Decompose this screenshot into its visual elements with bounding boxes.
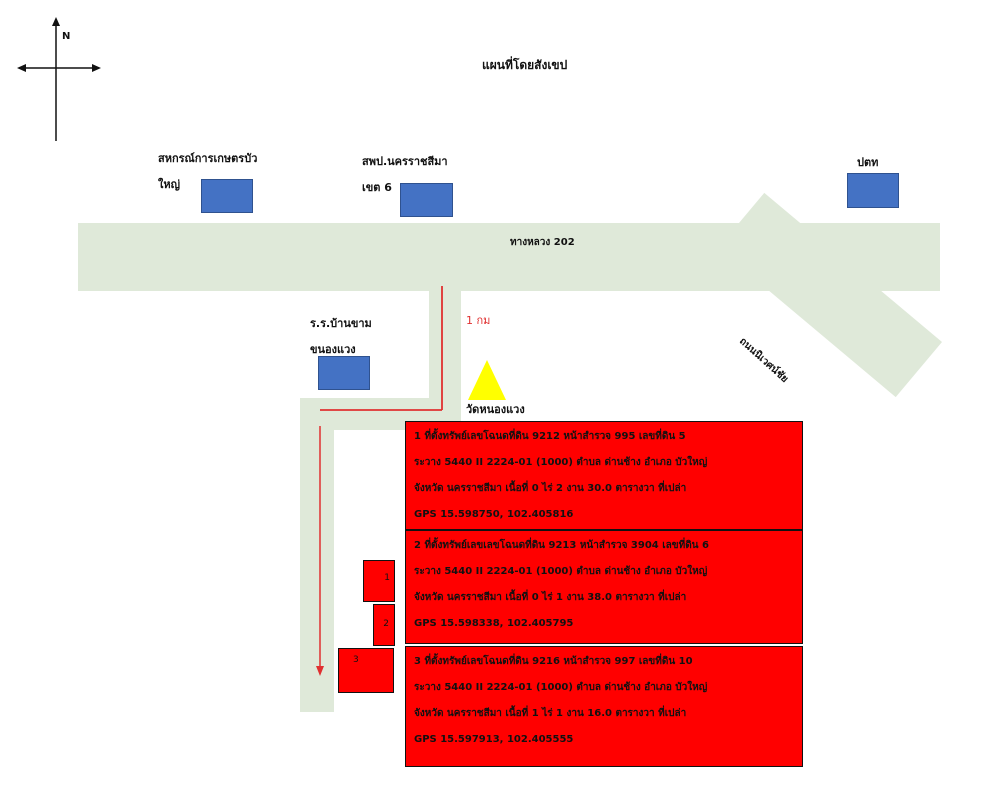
detail-box-3: 3 ที่ตั้งทรัพย์เลขโฉนดที่ดิน 9216 หน้าสำ…	[405, 646, 803, 767]
detail-2-line-4: GPS 15.598338, 102.405795	[414, 618, 574, 629]
plot-3-number: 3	[353, 655, 359, 665]
detail-3-line-3: จังหวัด นครราชสีมา เนื้อที่ 1 ไร่ 1 งาน …	[414, 708, 687, 719]
detail-3-line-2: ระวาง 5440 II 2224-01 (1000) ตำบล ด่านช้…	[414, 682, 708, 693]
detail-box-2: 2 ที่ตั้งทรัพย์เลขเลขโฉนดที่ดิน 9213 หน้…	[405, 530, 803, 644]
north-label: N	[62, 31, 71, 42]
detail-2-line-2: ระวาง 5440 II 2224-01 (1000) ตำบล ด่านช้…	[414, 566, 708, 577]
plot-2-number: 2	[383, 619, 389, 629]
temple-label: วัดหนองแวง	[466, 403, 525, 416]
spk-building	[400, 183, 453, 217]
pttp-building	[847, 173, 899, 208]
cooperative-label-1: สหกรณ์การเกษตรบัว	[158, 152, 258, 165]
spk-label-2: เขต 6	[362, 181, 392, 194]
spk-label-1: สพป.นครราชสีมา	[362, 155, 448, 168]
plot-1: 1	[363, 560, 395, 602]
detail-1-line-4: GPS 15.598750, 102.405816	[414, 509, 574, 520]
highway-label: ทางหลวง 202	[510, 237, 575, 248]
school-label-1: ร.ร.บ้านขาม	[310, 317, 372, 330]
plot-3: 3	[338, 648, 394, 693]
detail-3-line-1: 3 ที่ตั้งทรัพย์เลขโฉนดที่ดิน 9216 หน้าสำ…	[414, 656, 693, 667]
detail-1-line-2: ระวาง 5440 II 2224-01 (1000) ตำบล ด่านช้…	[414, 457, 708, 468]
plot-2: 2	[373, 604, 395, 646]
map-title: แผนที่โดยสังเขป	[482, 58, 568, 72]
detail-box-1: 1 ที่ตั้งทรัพย์เลขโฉนดที่ดิน 9212 หน้าสำ…	[405, 421, 803, 530]
pttp-label: ปตท	[857, 156, 879, 169]
temple-marker-icon	[468, 360, 506, 400]
compass	[17, 17, 101, 141]
plot-1-number: 1	[384, 573, 390, 583]
distance-label: 1 กม	[466, 314, 491, 327]
detail-2-line-1: 2 ที่ตั้งทรัพย์เลขเลขโฉนดที่ดิน 9213 หน้…	[414, 540, 709, 551]
school-building	[318, 356, 370, 390]
side-road-south	[300, 398, 334, 712]
detail-2-line-3: จังหวัด นครราชสีมา เนื้อที่ 0 ไร่ 1 งาน …	[414, 592, 687, 603]
school-label-2: ขนองแวง	[310, 343, 356, 356]
detail-1-line-1: 1 ที่ตั้งทรัพย์เลขโฉนดที่ดิน 9212 หน้าสำ…	[414, 431, 686, 442]
cooperative-label-2: ใหญ่	[158, 178, 180, 191]
cooperative-building	[201, 179, 253, 213]
detail-3-line-4: GPS 15.597913, 102.405555	[414, 734, 574, 745]
detail-1-line-3: จังหวัด นครราชสีมา เนื้อที่ 0 ไร่ 2 งาน …	[414, 483, 687, 494]
